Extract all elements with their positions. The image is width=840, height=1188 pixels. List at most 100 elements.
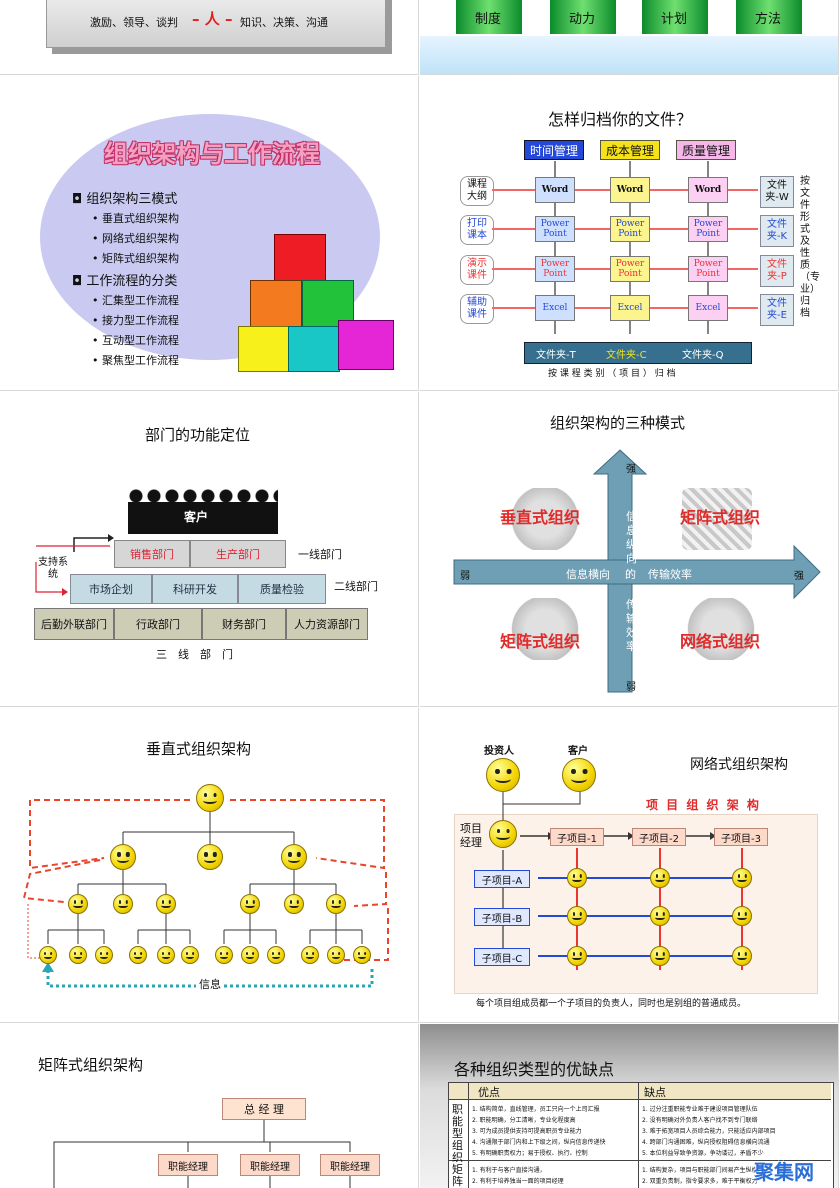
member-smiley-icon-a3 <box>732 868 752 888</box>
subproject-2: 子项目-2 <box>632 828 686 846</box>
staff-smiley-icon-3 <box>95 946 113 964</box>
workflow-item-4: • 聚焦型工作流程 <box>92 354 179 367</box>
mode-matrix-bottom: 矩阵式组织 <box>500 632 581 651</box>
vertical-bottom-text: 传输效率 <box>626 598 637 653</box>
project-banner: 项 目 组 织 架 构 <box>646 798 761 812</box>
slide1-text-left: 激励、领导、谈判 <box>90 16 178 29</box>
header-time-mgmt: 时间管理 <box>524 140 584 160</box>
lead-smiley-icon-3 <box>156 894 176 914</box>
folder-p: 文件夹-P <box>760 255 794 287</box>
file-ppt-quality-1: Power Point <box>688 216 728 242</box>
member-smiley-icon-a2 <box>650 868 670 888</box>
lead-smiley-icon-4 <box>240 894 260 914</box>
slide10-title: 各种组织类型的优缺点 <box>454 1060 615 1079</box>
workflow-item-1: • 汇集型工作流程 <box>92 294 179 307</box>
staff-smiley-icon-10 <box>301 946 319 964</box>
org-item-3: • 矩阵式组织架构 <box>92 252 179 265</box>
client-smiley-icon <box>562 758 596 792</box>
file-ppt-cost-1: Power Point <box>610 216 650 242</box>
dept-sales: 销售部门 <box>114 540 190 568</box>
people-icon-q3 <box>510 598 580 660</box>
cube-teal <box>288 326 340 372</box>
right-caption: 按文件形式及性质（专业）归档 <box>800 176 820 319</box>
folder-k: 文件夹-K <box>760 215 794 247</box>
col-cons: 缺点 <box>644 1086 666 1099</box>
slide-pillars: 制度 动力 计划 方法 <box>420 0 839 75</box>
file-ppt-time-2: Power Point <box>535 256 575 282</box>
row-label-3: 演示课件 <box>460 255 494 285</box>
dept-production: 生产部门 <box>190 540 286 568</box>
customer-label: 客户 <box>184 510 209 524</box>
dept-finance: 财务部门 <box>202 608 286 640</box>
dept-rnd: 科研开发 <box>152 574 238 604</box>
crowd-silhouette <box>128 488 278 534</box>
slide-department-roles: 部门的功能定位 客户 销售部门 生产部门 一线部门 支持系统 市场企划 科研开发… <box>0 392 419 707</box>
slide-matrix-org: 矩阵式组织架构 总 经 理 职能经理 职能经理 职能经理 <box>0 1024 419 1188</box>
file-word-cost: Word <box>610 177 650 203</box>
slide-three-modes: 组织架构的三种模式 强 弱 弱 强 信息纵向 信息横向 的 传输效率 传输效率 … <box>420 392 839 707</box>
dept-qa: 质量检验 <box>238 574 326 604</box>
slide8-title: 网络式组织架构 <box>690 757 788 773</box>
info-label: 信息 <box>196 976 224 992</box>
manager-smiley-icon-1 <box>110 844 136 870</box>
file-ppt-cost-2: Power Point <box>610 256 650 282</box>
slide-file-archiving: 怎样归档你的文件？ 时间管理 成本管理 质量管理 课程大纲 打印课本 演示课件 … <box>420 76 839 391</box>
cube-red <box>274 234 326 282</box>
manager-smiley-icon <box>489 820 517 848</box>
watermark-logo: 聚集网 <box>754 1160 814 1184</box>
vertical-tree-lines <box>22 799 389 988</box>
people-icon-q2 <box>682 488 752 550</box>
member-smiley-icon-c3 <box>732 946 752 966</box>
subproject-1: 子项目-1 <box>550 828 604 846</box>
pro-2-2: 2. 有利于培养独当一面的项目经理 <box>472 1178 564 1185</box>
row-matrix: 矩阵型 <box>452 1163 463 1188</box>
staff-smiley-icon-5 <box>157 946 175 964</box>
water-band <box>420 36 838 74</box>
network-lines <box>502 792 743 970</box>
weak-left: 弱 <box>460 571 470 582</box>
member-smiley-icon-c1 <box>567 946 587 966</box>
file-excel-time: Excel <box>535 295 575 321</box>
cube-orange <box>250 280 302 328</box>
file-word-time: Word <box>535 177 575 203</box>
network-caption: 每个项目组成员都一个子项目的负责人，同时也是别组的普通成员。 <box>476 999 747 1009</box>
functional-manager-1: 职能经理 <box>158 1154 218 1176</box>
stone-banner <box>46 0 386 48</box>
row-label-2: 打印课本 <box>460 215 494 245</box>
cube-magenta <box>338 320 394 370</box>
pro-1-5: 5. 有明确职责权力；易于授权、执行、控制 <box>472 1150 588 1157</box>
mode-vertical: 垂直式组织 <box>500 508 581 527</box>
slide1-text-right: 知识、决策、沟通 <box>240 16 328 29</box>
tier3-label: 三 线 部 门 <box>156 648 233 661</box>
people-icon-q4 <box>686 598 756 660</box>
pillar-4 <box>736 0 802 34</box>
manager-smiley-icon-3 <box>281 844 307 870</box>
pillar-label-1: 制度 <box>475 12 502 27</box>
staff-smiley-icon-9 <box>267 946 285 964</box>
staff-smiley-icon-11 <box>327 946 345 964</box>
section-org-modes: ◘ 组织架构三模式 <box>72 192 178 207</box>
lead-smiley-icon-2 <box>113 894 133 914</box>
pro-1-4: 4. 沟通限于部门内和上下级之间，纵向信息传递快 <box>472 1139 606 1146</box>
con-2-2: 2. 双重负责制，指令要求多，难于平衡权力 <box>642 1178 758 1185</box>
table-hline <box>449 1160 831 1161</box>
subproject-b: 子项目-B <box>474 908 530 926</box>
general-manager: 总 经 理 <box>222 1098 306 1120</box>
slide-org-and-workflow: 组织架构与工作流程 ◘ 组织架构三模式 • 垂直式组织架构 • 网络式组织架构 … <box>0 76 419 391</box>
header-cost-mgmt: 成本管理 <box>600 140 660 160</box>
subproject-a: 子项目-A <box>474 870 530 888</box>
manager-label: 项目经理 <box>460 822 482 849</box>
member-smiley-icon-b3 <box>732 906 752 926</box>
center-text: 的 <box>625 568 636 581</box>
pillar-2 <box>550 0 616 34</box>
member-smiley-icon-b2 <box>650 906 670 926</box>
con-1-5: 5. 本位利益导致争资源，争功诿过，矛盾不少 <box>642 1150 764 1157</box>
pillar-1 <box>456 0 522 34</box>
subproject-3: 子项目-3 <box>714 828 768 846</box>
row-label-1: 课程大纲 <box>460 176 494 206</box>
section-workflow: ◘ 工作流程的分类 <box>72 274 178 289</box>
org-item-1: • 垂直式组织架构 <box>92 212 179 225</box>
slide6-title: 组织架构的三种模式 <box>550 414 686 432</box>
slide9-title: 矩阵式组织架构 <box>38 1056 144 1074</box>
member-smiley-icon-b1 <box>567 906 587 926</box>
